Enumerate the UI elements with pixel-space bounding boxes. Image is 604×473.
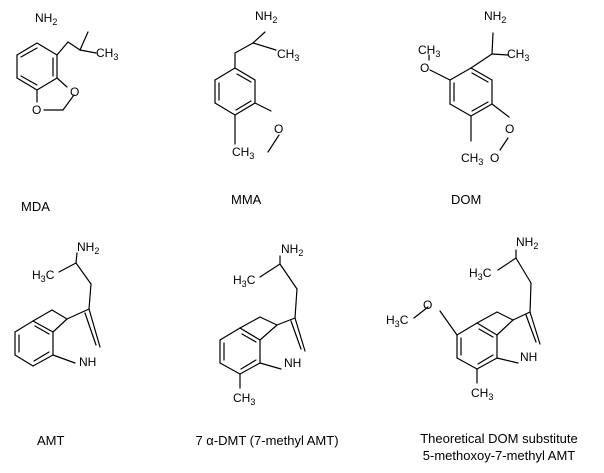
caption-theoretical-line1: Theoretical DOM substitute <box>420 431 578 446</box>
theoretical-methoxy-methyl-label: H3C <box>386 313 409 329</box>
dom-top-oxygen-label: O <box>420 61 429 75</box>
dom-right-tail-label: O <box>490 151 499 165</box>
molecule-mma: NH2 CH3 CH3 O <box>214 9 299 161</box>
mma-oxygen-label: O <box>274 122 283 136</box>
dmt7-nh-label: NH <box>284 356 301 370</box>
dmt7-ring-methyl-label: CH3 <box>233 391 255 407</box>
mma-ring-methyl-label: CH3 <box>232 145 254 161</box>
mda-oxygen-label-1: O <box>70 85 79 99</box>
caption-dom: DOM <box>451 192 482 207</box>
molecule-amt: NH2 H3C NH <box>14 240 101 369</box>
amt-nh-label: NH <box>79 355 96 369</box>
molecule-dmt7: NH2 H3C NH CH3 <box>219 242 306 407</box>
mma-amine-label: NH2 <box>255 9 277 25</box>
molecule-dom: NH2 CH3 CH3 O O CH3 O <box>418 9 529 167</box>
caption-theoretical-line2: 5-methoxoy-7-methyl AMT <box>422 448 576 463</box>
mma-methyl-label: CH3 <box>277 47 299 63</box>
dom-amine-label: NH2 <box>484 9 506 25</box>
theoretical-ring-methyl-label: CH3 <box>471 386 493 402</box>
dmt7-methyl-label: H3C <box>233 273 256 289</box>
dom-ring-methyl-label: CH3 <box>461 151 483 167</box>
mda-methyl-label: CH3 <box>96 46 118 62</box>
dom-methyl-label: CH3 <box>507 47 529 63</box>
dmt7-amine-label: NH2 <box>281 242 303 258</box>
caption-dmt7: 7 α-DMT (7-methyl AMT) <box>195 433 339 448</box>
dom-right-oxygen-label: O <box>505 122 514 136</box>
mda-oxygen-label-2: O <box>32 103 41 117</box>
mda-amine-label: NH2 <box>35 11 57 27</box>
molecule-mda: NH2 CH3 O O <box>16 11 118 117</box>
dom-top-methyl-label: CH3 <box>418 43 440 59</box>
amt-methyl-label: H3C <box>32 268 55 284</box>
caption-mma: MMA <box>231 192 262 207</box>
theoretical-amine-label: NH2 <box>516 235 538 251</box>
molecule-theoretical: NH2 H3C O H3C NH CH3 <box>386 235 541 402</box>
caption-amt: AMT <box>37 433 65 448</box>
theoretical-nh-label: NH <box>520 350 537 364</box>
theoretical-oxygen-label: O <box>423 298 432 312</box>
amt-amine-label: NH2 <box>77 240 99 256</box>
caption-mda: MDA <box>21 199 50 214</box>
theoretical-methyl-label: H3C <box>469 266 492 282</box>
